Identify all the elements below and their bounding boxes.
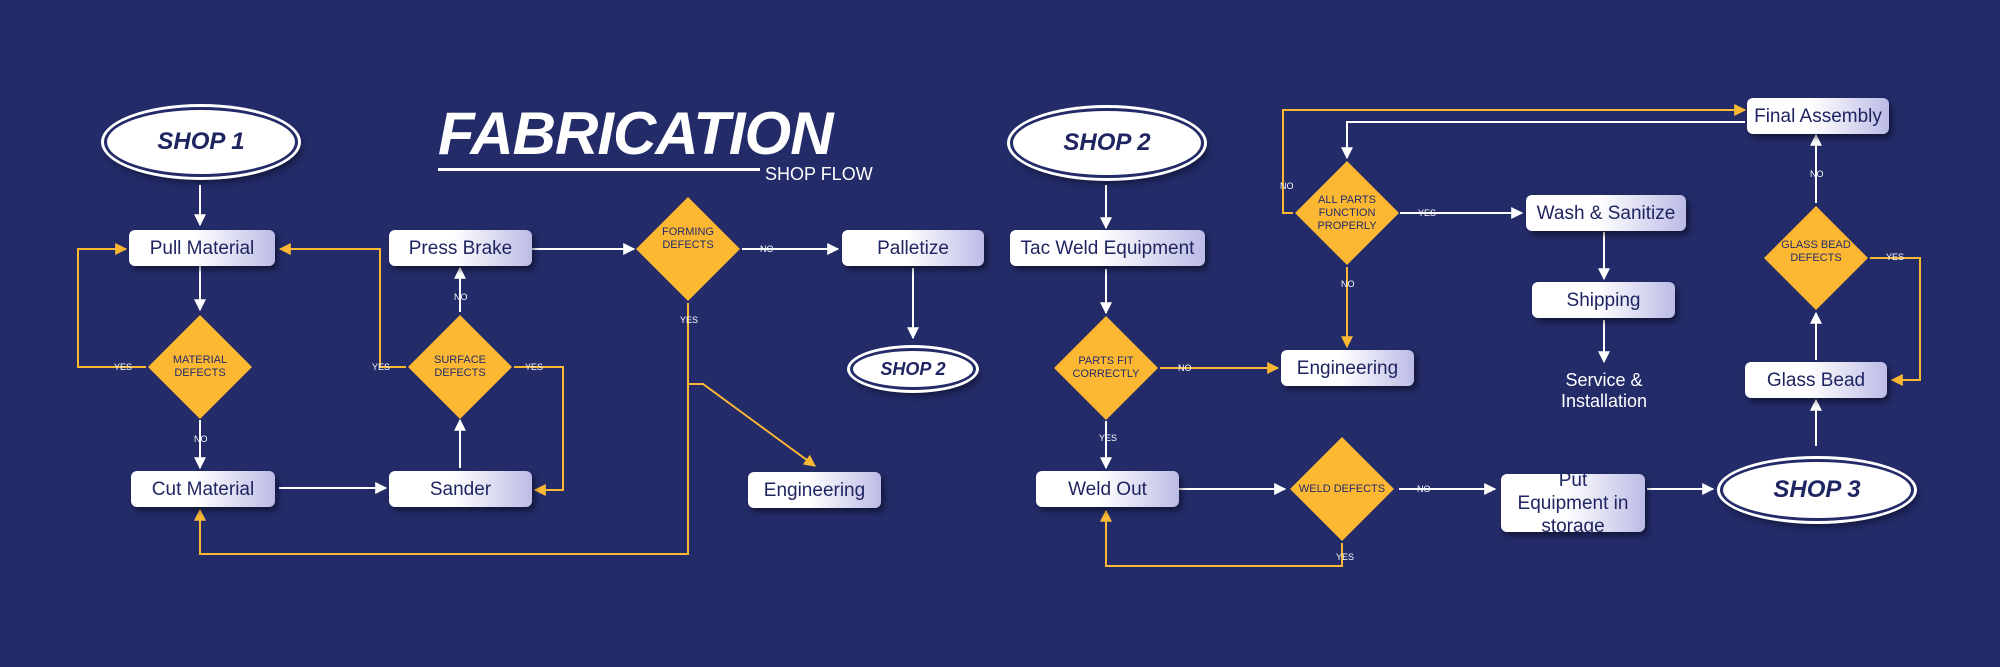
edge-label-yes: YES (1886, 252, 1905, 262)
process-engineering-1: Engineering (748, 472, 881, 508)
process-final-assembly: Final Assembly (1747, 98, 1889, 134)
title-rule (438, 168, 760, 171)
decision-weld-defects-label: WELD DEFECTS (1298, 482, 1386, 495)
terminal-shop-2-start: SHOP 2 (1010, 108, 1204, 178)
edge-label-no: NO (1178, 363, 1192, 373)
terminal-shop-2-end: SHOP 2 (850, 348, 976, 390)
terminal-shop-3: SHOP 3 (1720, 459, 1914, 521)
edge-label-yes: YES (1418, 208, 1437, 218)
process-pull-material: Pull Material (129, 230, 275, 266)
arrow-surface-defects-yes-loop (278, 243, 406, 368)
arrow-all-parts-no-loop (1282, 104, 1747, 214)
decision-material-defects-label: MATERIAL DEFECTS (172, 354, 228, 379)
decision-parts-fit-correctly-label: PARTS FIT CORRECTLY (1072, 355, 1140, 380)
edge-label-no: NO (1810, 169, 1824, 179)
process-glass-bead: Glass Bead (1745, 362, 1887, 398)
process-put-equipment-in-storage: Put Equipment in storage (1501, 470, 1645, 537)
process-wash-and-sanitize: Wash & Sanitize (1526, 195, 1686, 231)
arrow-forming-yes-engineering (688, 383, 816, 467)
decision-glass-bead-defects-label: GLASS BEAD DEFECTS (1781, 239, 1851, 264)
process-weld-out: Weld Out (1036, 471, 1179, 507)
process-sander: Sander (389, 471, 532, 507)
arrow-gb-defects-yes-loop (1870, 257, 1921, 386)
process-palletize: Palletize (842, 230, 984, 266)
edge-label-no: NO (1417, 484, 1431, 494)
arrow-forming-yes-down (194, 303, 689, 555)
decision-all-parts-function-properly-label: ALL PARTS FUNCTION PROPERLY (1317, 193, 1377, 232)
edge-label-no: NO (454, 292, 468, 302)
edge-label-yes: YES (372, 362, 391, 372)
edge-label-no: NO (760, 244, 774, 254)
process-engineering-2: Engineering (1281, 350, 1414, 386)
edge-label-no: NO (1280, 181, 1294, 191)
arrow-surface-defects-yes-right (514, 366, 564, 496)
decision-surface-defects-label: SURFACE DEFECTS (434, 354, 486, 379)
arrow-weld-defects-yes-loop (1100, 509, 1343, 567)
process-service-and-installation: Service & Installation (1560, 370, 1648, 411)
edge-label-yes: YES (114, 362, 133, 372)
arrow-material-defects-yes-loop (77, 243, 146, 368)
decision-forming-defects-label: FORMING DEFECTS (662, 226, 714, 251)
edge-label-no: NO (194, 434, 208, 444)
arrow-final-assembly-to-all-parts (1341, 121, 1745, 160)
process-tac-weld-equipment: Tac Weld Equipment (1010, 230, 1205, 266)
diagram-title: FABRICATION (438, 100, 834, 167)
terminal-shop-1: SHOP 1 (104, 107, 298, 177)
edge-label-yes: YES (680, 315, 699, 325)
diagram-subtitle: SHOP FLOW (765, 164, 873, 184)
edge-label-yes: YES (525, 362, 544, 372)
process-press-brake: Press Brake (389, 230, 532, 266)
process-cut-material: Cut Material (131, 471, 275, 507)
edge-label-yes: YES (1099, 433, 1118, 443)
edge-label-no: NO (1341, 279, 1355, 289)
edge-label-yes: YES (1336, 552, 1355, 562)
process-shipping: Shipping (1532, 282, 1675, 318)
